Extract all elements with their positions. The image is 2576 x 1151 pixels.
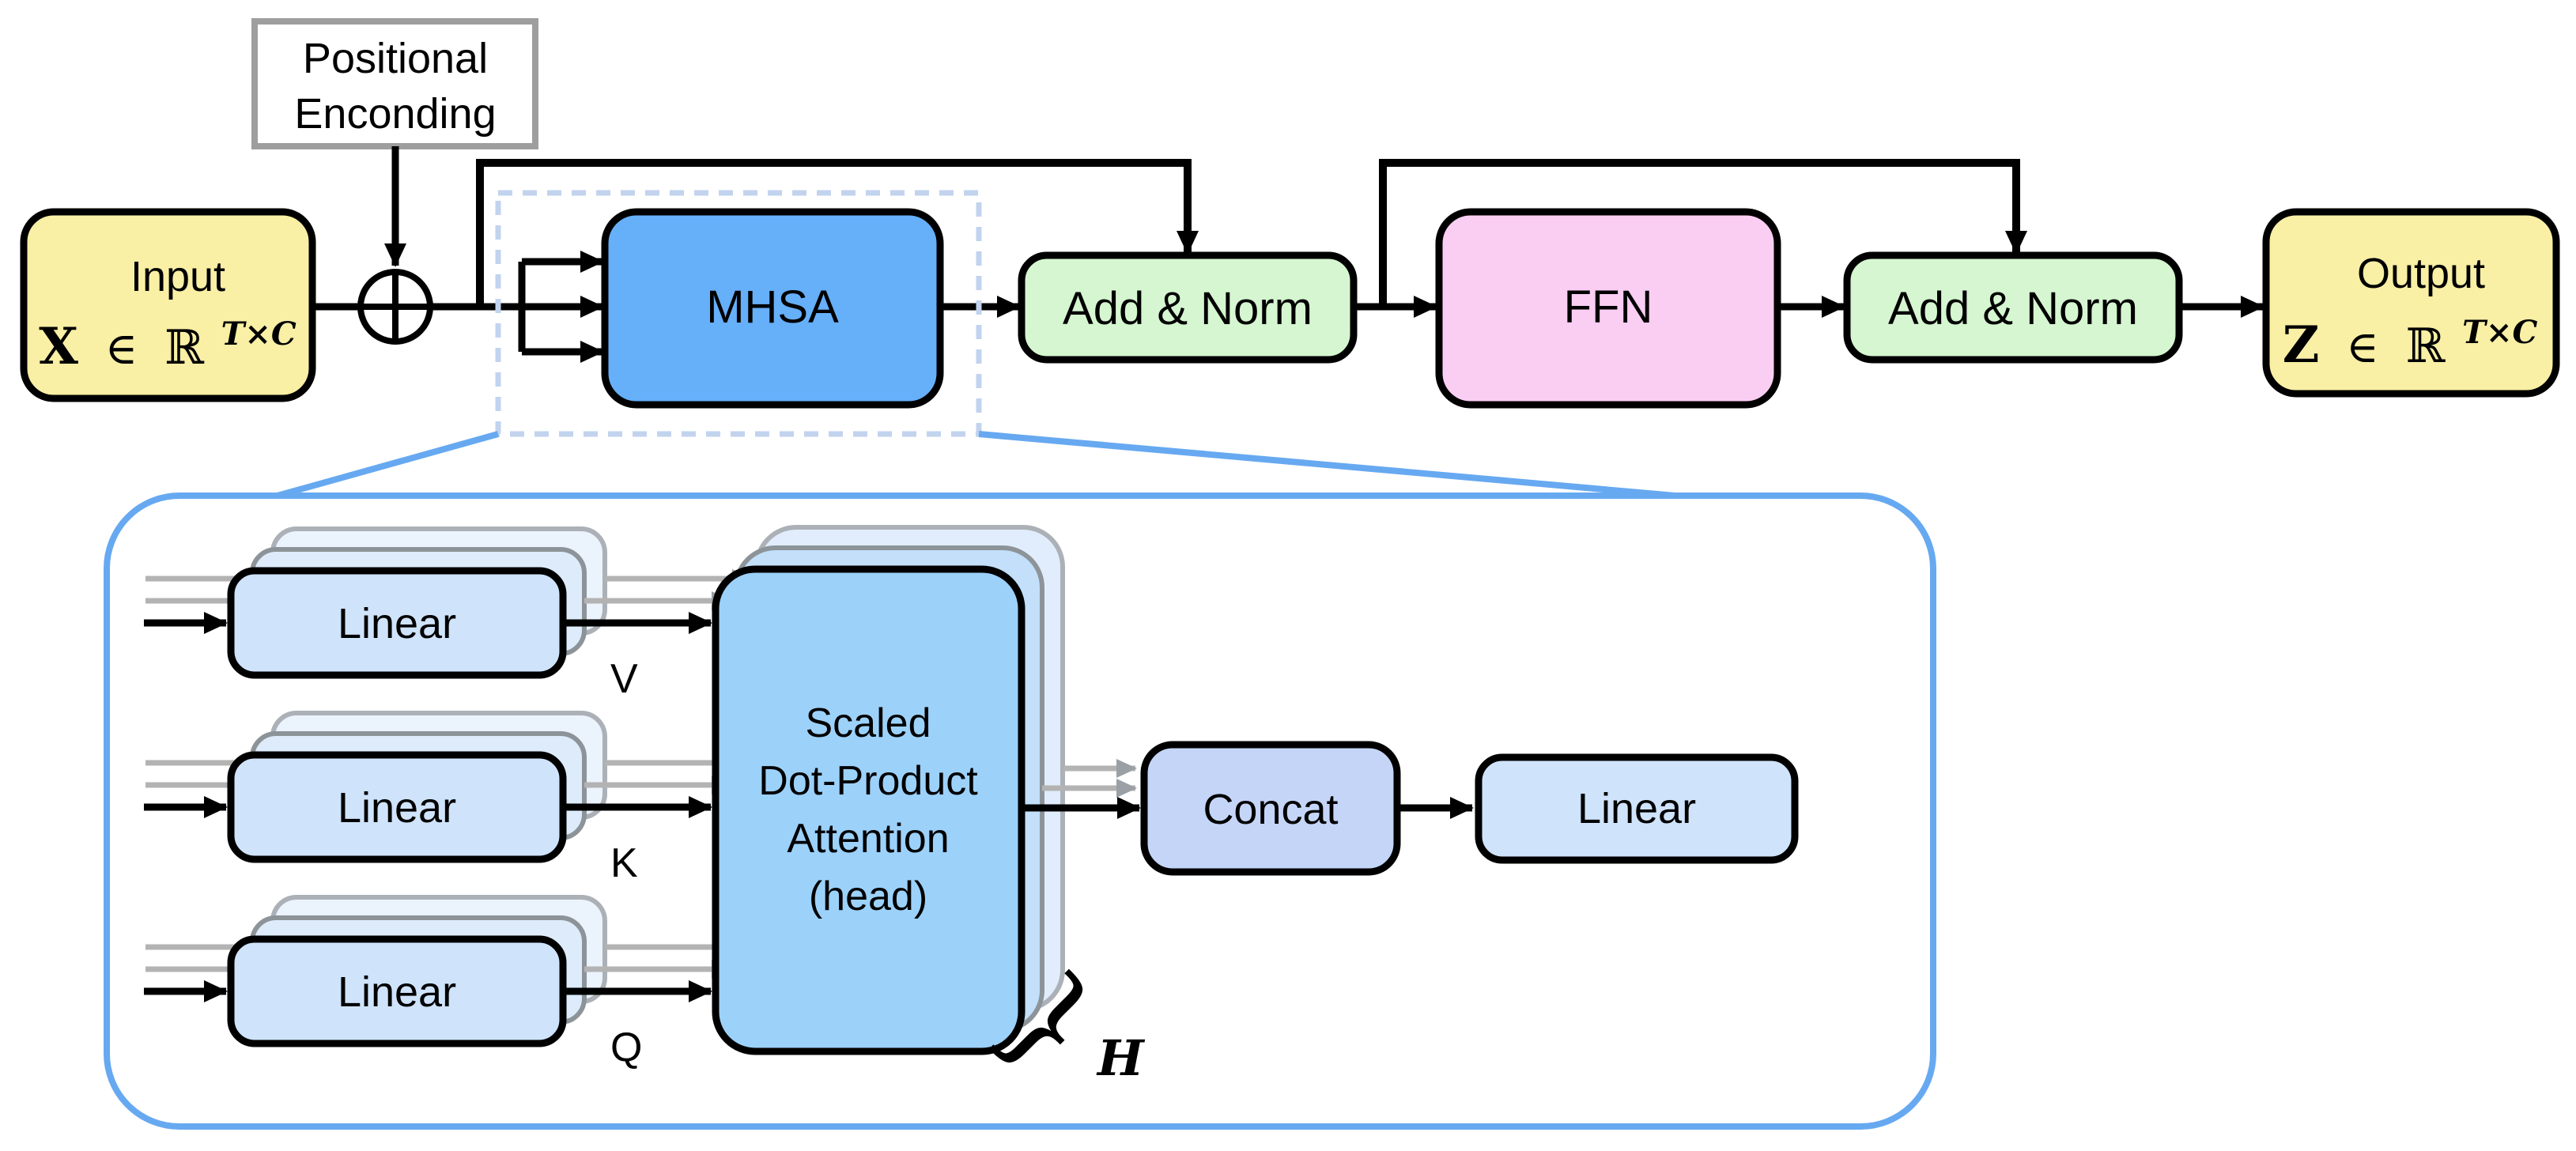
- linear-v-label: Linear: [338, 600, 456, 647]
- output-label: Output: [2357, 250, 2485, 297]
- sdpa-label-line3: Attention: [787, 816, 949, 862]
- input-block: [20, 208, 316, 402]
- concat-label: Concat: [1203, 786, 1338, 833]
- k-label: K: [610, 840, 638, 886]
- mhsa-label: MHSA: [706, 281, 839, 333]
- positional-encoding-label-line2: Enconding: [294, 90, 496, 138]
- q-label: Q: [610, 1025, 642, 1070]
- add-norm-2-block: [1843, 251, 2183, 364]
- input-label: Input: [130, 253, 225, 300]
- ffn-block: [1435, 208, 1781, 409]
- add-norm-1-label: Add & Norm: [1063, 283, 1313, 334]
- linear-k-label: Linear: [338, 784, 456, 832]
- mhsa-block: [601, 208, 944, 409]
- sdpa-block: [712, 565, 1025, 1055]
- residual-connection-1: [476, 159, 1199, 307]
- v-label: V: [610, 656, 638, 702]
- linear-q-row: Linear Q: [144, 895, 753, 1070]
- linear-k-row: Linear K: [144, 711, 753, 886]
- linear-v-row: Linear V: [144, 526, 753, 702]
- add-norm-2-label: Add & Norm: [1888, 283, 2138, 334]
- heads-count-label: H: [1096, 1029, 1146, 1087]
- mhsa-zoom-outline: [495, 190, 982, 437]
- ffn-label: FFN: [1564, 281, 1653, 333]
- linear-output-label: Linear: [1577, 785, 1696, 832]
- positional-encoding-box: [251, 18, 538, 149]
- add-norm-1-block: [1018, 251, 1358, 364]
- sdpa-label-line2: Dot-Product: [758, 758, 978, 804]
- sdpa-label-line4: (head): [809, 874, 927, 919]
- linear-output-block: [1475, 753, 1799, 864]
- add-icon: [357, 269, 433, 345]
- residual-connection-2: [1379, 159, 2027, 307]
- positional-encoding-label-line1: Positional: [303, 35, 488, 82]
- sdpa-label-line1: Scaled: [806, 700, 931, 746]
- output-block: [2262, 208, 2560, 398]
- input-math: X ∈ ℝ T×C: [39, 315, 297, 376]
- linear-q-label: Linear: [338, 968, 456, 1016]
- output-math: Z ∈ ℝ T×C: [2283, 314, 2538, 375]
